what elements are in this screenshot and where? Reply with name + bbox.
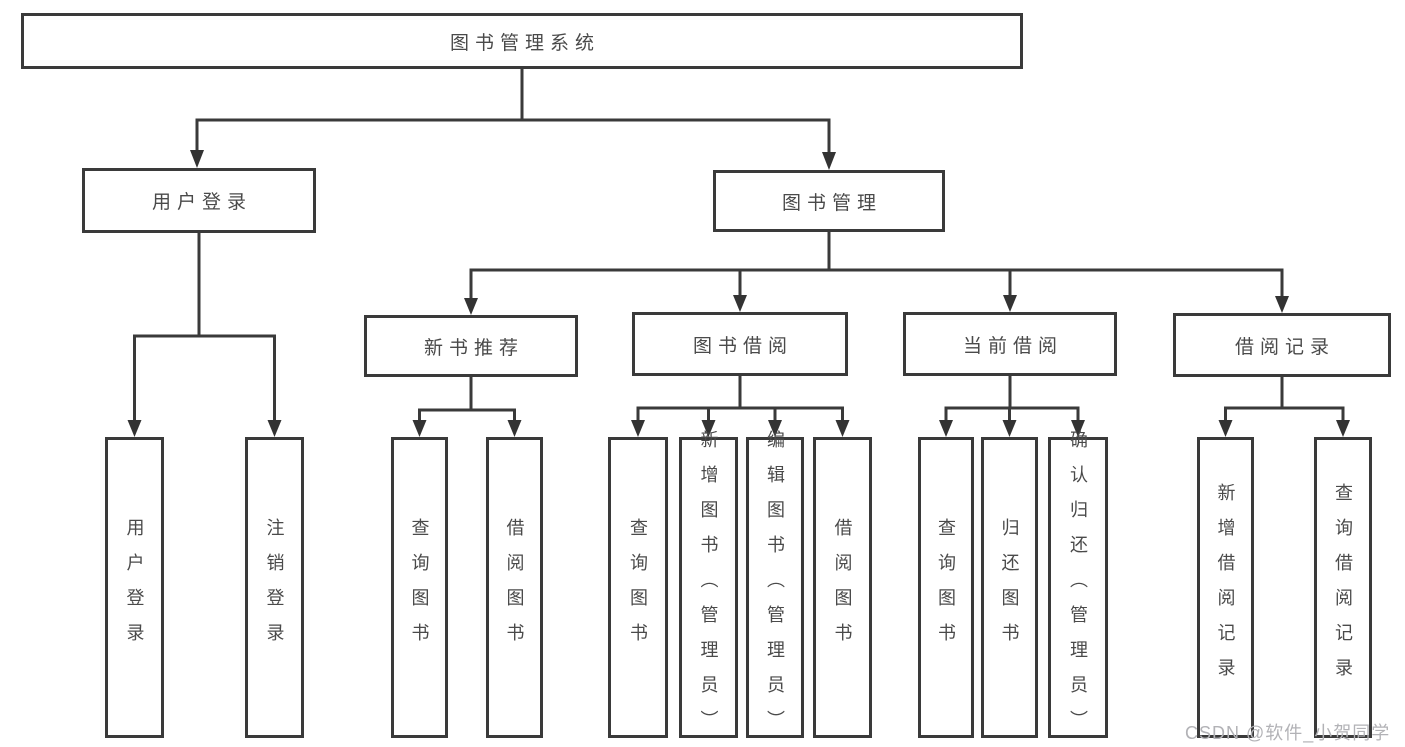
leaf-query-books-1: 查询图书 [391,437,448,738]
node-label: 当前借阅 [962,335,1063,357]
csdn-watermark: CSDN @软件_小贺同学 [1185,723,1391,743]
node-label: 图书借阅 [692,335,793,357]
node-borrowing-records: 借阅记录 [1173,313,1391,377]
node-label: 编辑图书（管理员） [765,430,785,745]
node-label: 借阅记录 [1234,336,1335,358]
node-label: 查询借阅记录 [1333,482,1353,693]
connector-current-borrowing-to-leaves [939,374,1085,437]
node-book-borrowing: 图书借阅 [632,312,848,376]
node-label: 归还图书 [999,517,1020,658]
connector-new-book-recommend-to-leaves [412,375,522,437]
node-new-book-recommend: 新书推荐 [364,315,578,377]
connector-user-login-to-leaves [127,231,282,437]
node-library-management-system: 图书管理系统 [21,13,1023,69]
node-label: 注销登录 [264,517,285,658]
node-label: 借阅图书 [832,517,853,658]
node-label: 图书管理系统 [449,32,600,54]
connector-book-borrowing-to-leaves [631,374,850,437]
node-label: 新增借阅记录 [1215,482,1236,693]
leaf-edit-books-admin: 编辑图书（管理员） [746,430,804,745]
node-label: 确认归还（管理员） [1068,430,1088,745]
node-label: 新增图书（管理员） [698,430,719,745]
leaf-confirm-return-admin: 确认归还（管理员） [1048,430,1108,745]
connector-borrowing-records-to-leaves [1218,375,1350,437]
leaf-borrow-books-2: 借阅图书 [813,437,872,738]
node-label: 新书推荐 [423,337,524,359]
connector-root-to-level1 [190,67,836,170]
node-label: 用户登录 [151,192,252,213]
leaf-user-login: 用户登录 [105,437,164,738]
node-label: 图书管理 [781,192,882,214]
node-label: 用户登录 [124,517,145,658]
node-label: 借阅图书 [504,517,525,658]
connector-book-management-to-level2 [464,230,1289,315]
node-user-login: 用户登录 [82,168,316,233]
leaf-logout: 注销登录 [245,437,304,738]
leaf-return-books: 归还图书 [981,437,1038,738]
leaf-query-borrow-record: 查询借阅记录 [1314,437,1372,738]
leaf-borrow-books-1: 借阅图书 [486,437,543,738]
leaf-add-books-admin: 新增图书（管理员） [679,430,738,745]
node-book-management: 图书管理 [713,170,945,232]
node-label: 查询图书 [628,517,648,658]
node-current-borrowing: 当前借阅 [903,312,1117,376]
leaf-query-books-2: 查询图书 [608,437,668,738]
node-label: 查询图书 [936,517,956,658]
node-label: 查询图书 [409,517,430,658]
leaf-query-books-3: 查询图书 [918,437,974,738]
leaf-add-borrow-record: 新增借阅记录 [1197,437,1254,738]
